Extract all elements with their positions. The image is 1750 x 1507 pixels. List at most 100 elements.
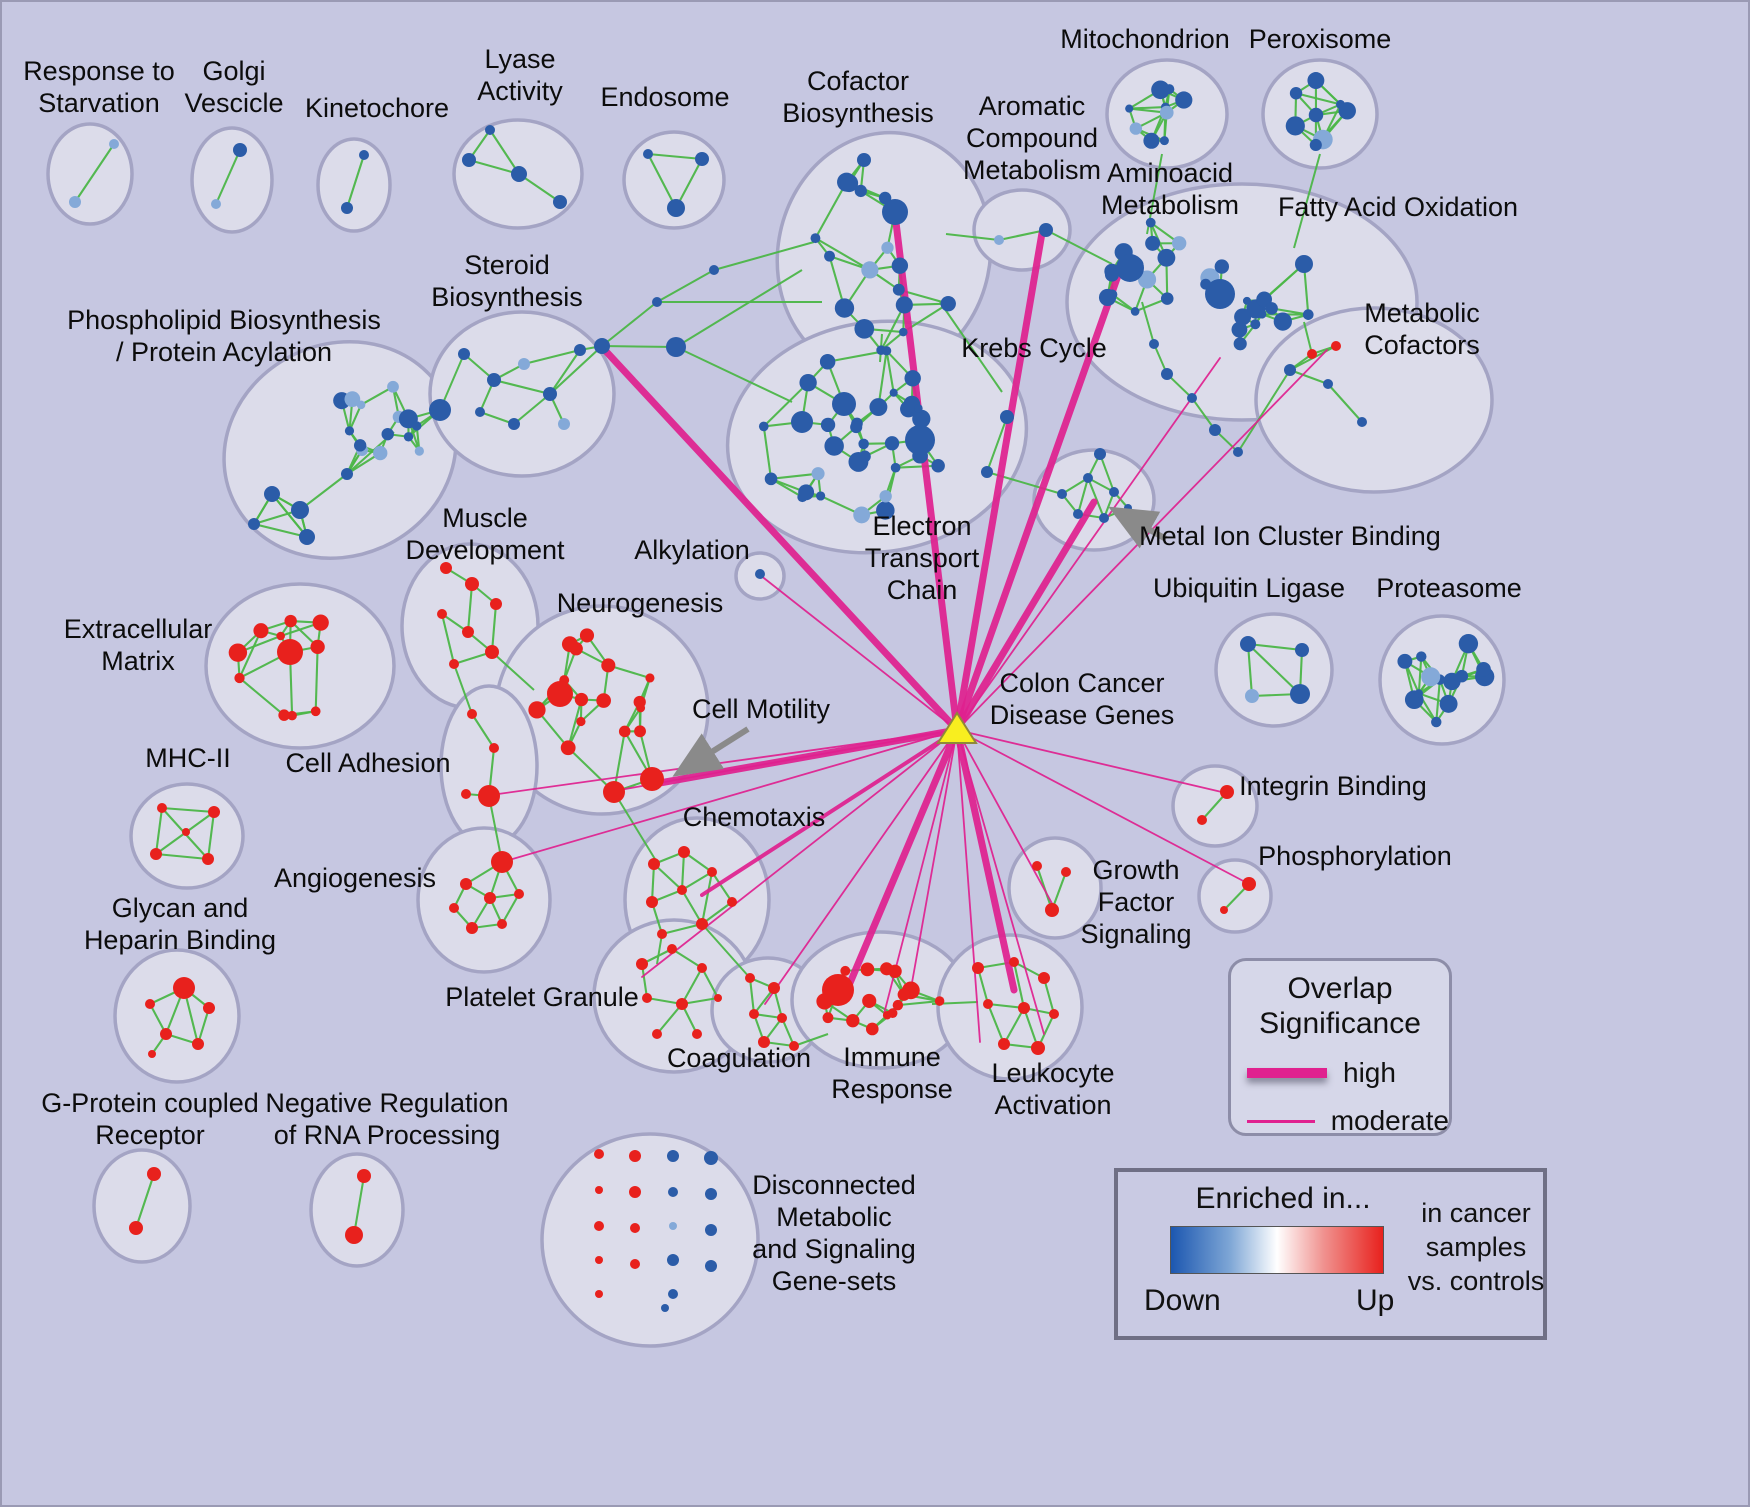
cluster-angiogenesis [416, 826, 552, 974]
edge-green [346, 154, 365, 209]
gene-set-node [709, 265, 719, 275]
gene-set-node-up [789, 1041, 799, 1051]
cluster-growth-factor-signaling [1007, 836, 1103, 940]
gene-set-node-up [1009, 957, 1019, 967]
gene-set-node-down [1284, 364, 1296, 376]
edge-green [675, 158, 703, 209]
gene-set-node-down [543, 387, 557, 401]
edge-green [299, 473, 348, 511]
gene-set-node-up [707, 867, 717, 877]
edge-green-link [793, 1033, 829, 1047]
gene-set-node-down [1098, 288, 1117, 307]
overlap-significance-legend: Overlap Significance high moderate [1228, 958, 1452, 1136]
gene-set-node-down [518, 358, 530, 370]
gene-set-node-up [972, 962, 984, 974]
gene-set-node-down [299, 529, 315, 545]
edge-green [1417, 656, 1423, 694]
edge-green [135, 1173, 155, 1229]
edge-green [238, 677, 285, 716]
gene-set-node-down [758, 421, 769, 432]
gene-set-node-down [487, 373, 501, 387]
cluster-label-phosphorylation: Phosphorylation [1258, 841, 1452, 871]
gene-set-node-down [889, 388, 898, 397]
gene-set-node-down [1257, 309, 1267, 319]
edge-green-link [488, 795, 503, 863]
gene-set-node-up [278, 709, 290, 721]
gene-set-node-up [697, 963, 707, 973]
gene-set-node-up [777, 1013, 787, 1023]
gene-set-node-down [1245, 689, 1259, 703]
gene-set-node-down [462, 153, 476, 167]
gene-set-node-up [667, 944, 677, 954]
gene-set-node-up [630, 1259, 640, 1269]
gene-set-node-down [1157, 248, 1176, 267]
edge-green [513, 393, 551, 425]
cluster-label-kinetochore: Kinetochore [305, 93, 449, 123]
gene-set-node-up [253, 623, 269, 639]
gene-set-node-down [69, 196, 81, 208]
gene-set-node-down [264, 486, 280, 502]
gene-set-node-down [1290, 684, 1310, 704]
gene-set-node-down [895, 296, 913, 314]
gene-set-node-up [692, 1029, 702, 1039]
cluster-label-krebs-cycle: Krebs Cycle [961, 333, 1107, 363]
edge-green-link [713, 241, 815, 271]
edge-overlap-high [843, 726, 961, 994]
gene-set-node-down [458, 348, 470, 360]
enrichment-note-line1: in cancer [1421, 1198, 1531, 1228]
gene-set-node-up [462, 626, 474, 638]
overlap-legend-title-line2: Significance [1259, 1007, 1421, 1040]
edge-overlap-moderate [956, 729, 981, 1043]
gene-set-node [652, 297, 662, 307]
cluster-label-mitochondrion: Mitochondrion [1060, 24, 1230, 54]
gene-set-node-up [768, 982, 780, 994]
gene-set-node-down [764, 472, 778, 486]
cluster-cell-adhesion [439, 684, 539, 848]
gene-set-node-down [1397, 653, 1413, 669]
gene-set-node-up [202, 853, 214, 865]
edge-green [161, 806, 215, 814]
gene-set-node-up [633, 695, 646, 709]
overlap-legend-title: Overlap Significance [1231, 971, 1449, 1041]
overlap-legend-title-line1: Overlap [1287, 972, 1393, 1005]
gene-set-node-down [857, 153, 871, 167]
gene-set-node-up [727, 897, 737, 907]
gene-set-node-down [840, 174, 859, 193]
gene-set-node-down [820, 417, 836, 433]
gene-set-node-up [437, 609, 447, 619]
gene-set-node-up [887, 1008, 898, 1019]
cluster-disconnected-gene-sets [540, 1132, 760, 1348]
edge-green [1087, 477, 1105, 519]
gene-set-node-up [465, 577, 479, 591]
gene-set-node-down [667, 1254, 679, 1266]
gene-set-node-down [668, 1289, 678, 1299]
edge-green [440, 613, 456, 665]
edge-green [74, 143, 115, 203]
edge-overlap-moderate [909, 729, 958, 995]
gene-set-node-up [1049, 1009, 1059, 1019]
gene-set-node-up [150, 848, 162, 860]
gene-set-node-up [147, 1167, 161, 1181]
cluster-label-proteasome: Proteasome [1376, 573, 1522, 603]
gene-set-node-down [705, 1224, 717, 1236]
gene-set-node-up [547, 681, 573, 707]
edge-green [681, 967, 703, 1005]
gene-set-node-down [1145, 235, 1161, 251]
gene-set-node-down [403, 432, 414, 442]
gene-set-node-down [558, 418, 570, 430]
edge-green [1295, 92, 1341, 106]
gene-set-node-down [881, 346, 892, 356]
gene-set-node-down [811, 467, 825, 481]
edge-overlap-moderate [956, 729, 1250, 885]
gene-set-node-up [460, 878, 472, 890]
edge-green [471, 713, 495, 749]
edge-green-link [656, 933, 663, 965]
gene-set-node-down [359, 150, 369, 160]
gene-set-node-up [1018, 1002, 1030, 1014]
edge-green [711, 871, 733, 903]
